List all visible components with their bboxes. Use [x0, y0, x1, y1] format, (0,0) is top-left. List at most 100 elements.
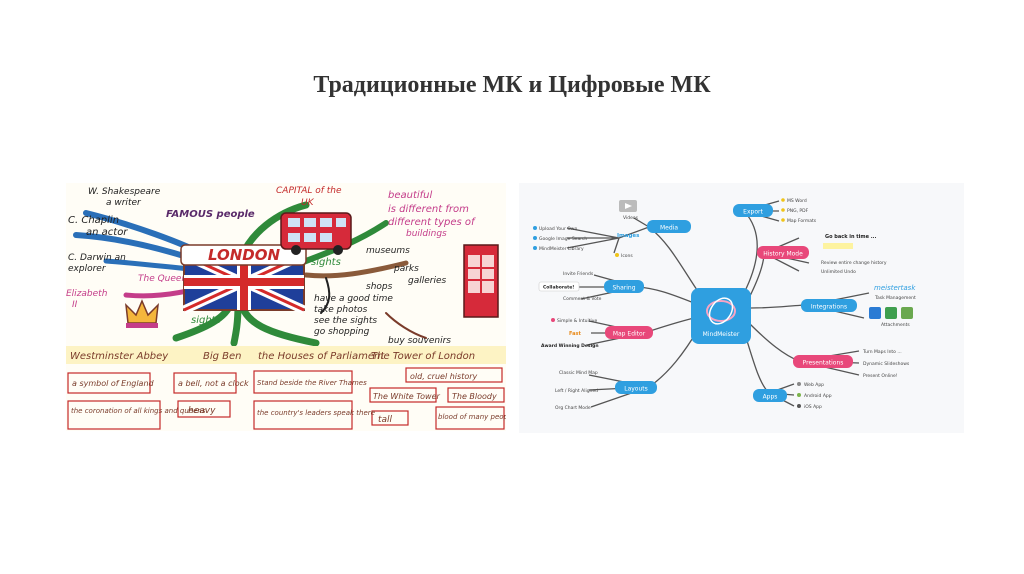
drive-icon: [885, 307, 897, 319]
app-ios: iOS App: [804, 404, 822, 410]
center-node-label: MindMeister: [703, 331, 740, 338]
sharing-invite: Invite Friends: [563, 271, 594, 277]
hand-drawn-mind-map: W. Shakespeare a writer C. Chaplin an ac…: [66, 183, 506, 431]
mindmeister-logo-icon: [706, 300, 736, 322]
branch-apps-label: Apps: [763, 394, 778, 401]
activity-good-time: have a good time: [314, 294, 393, 304]
sights-bottom-label: sights: [191, 315, 221, 326]
landmark-tower: The Tower of London: [371, 351, 475, 362]
word-icon: [781, 198, 785, 202]
note-bloody: The Bloody: [452, 392, 497, 401]
branch-export-label: Export: [743, 209, 763, 216]
history-review: Review entire change history: [821, 260, 887, 266]
media-library: MindMeister Library: [539, 246, 584, 252]
png-icon: [781, 208, 785, 212]
layout-classic: Classic Mind Map: [559, 370, 598, 376]
dropbox-icon: [869, 307, 881, 319]
capital-uk: UK: [301, 198, 315, 208]
elizabeth-label: Elizabeth: [66, 289, 108, 299]
activity-sights: see the sights: [314, 316, 377, 326]
double-decker-bus-icon: [280, 212, 352, 255]
shakespeare-label: W. Shakespeare: [88, 187, 161, 197]
export-word: MS Word: [787, 198, 807, 204]
place-shops: shops: [366, 282, 393, 292]
note-thames: Stand beside the River Thames: [257, 379, 367, 387]
branch-history-mode[interactable]: History Mode: [757, 246, 809, 259]
media-videos: Videos: [623, 215, 639, 221]
types-label: different types of: [388, 217, 476, 228]
note-tall: tall: [378, 415, 393, 425]
center-topic-london: LONDON: [208, 246, 281, 264]
media-icons: Icons: [621, 253, 633, 259]
place-parks: parks: [393, 264, 419, 274]
famous-people-label: FAMOUS people: [166, 209, 255, 220]
note-leaders: the country's leaders speak there: [257, 409, 375, 417]
elizabeth-numeral: II: [72, 300, 78, 310]
landmark-big-ben: Big Ben: [203, 351, 242, 362]
layout-left-right: Left / Right Aligned: [555, 388, 598, 394]
branch-sharing-label: Sharing: [612, 285, 635, 292]
darwin-label: C. Darwin an: [68, 253, 126, 263]
branch-presentations-label: Presentations: [803, 360, 844, 367]
upload-icon: [533, 226, 537, 230]
london-banner: [180, 244, 307, 266]
note-bell: a bell, not a clock: [178, 379, 249, 388]
branch-integrations-label: Integrations: [811, 304, 847, 311]
branch-layouts-label: Layouts: [624, 386, 648, 393]
evernote-icon: [901, 307, 913, 319]
export-formats: Map Formats: [787, 218, 817, 224]
integration-task-management: Task Management: [874, 295, 916, 301]
sharing-collaborate: Collaborate!: [543, 285, 574, 291]
branch-integrations[interactable]: Integrations: [801, 299, 857, 312]
google-icon: [533, 236, 537, 240]
integration-attachments: Attachments: [881, 322, 910, 328]
branch-history-label: History Mode: [763, 251, 803, 258]
branch-apps[interactable]: Apps: [753, 389, 787, 402]
map-format-icon: [781, 218, 785, 222]
presentation-online: Present Online!: [863, 373, 898, 379]
branch-media[interactable]: Media: [647, 220, 691, 233]
media-google: Google Image Search: [539, 236, 587, 242]
branch-media-label: Media: [660, 225, 678, 232]
landmarks-row: Westminster Abbey Big Ben the Houses of …: [66, 346, 506, 364]
activity-photos: take photos: [314, 305, 368, 315]
queen-label: The Queen: [138, 274, 187, 284]
slide-title: Традиционные МК и Цифровые МК: [313, 72, 711, 98]
place-galleries: galleries: [408, 276, 447, 286]
sights-top-label: sights: [311, 257, 341, 268]
chaplin-label: C. Chaplin: [68, 215, 119, 226]
activity-shopping: go shopping: [314, 327, 370, 337]
media-images: Images: [617, 233, 640, 239]
icons-icon: [615, 253, 619, 257]
app-web: Web App: [804, 382, 824, 388]
branch-presentations[interactable]: Presentations: [793, 355, 853, 368]
phone-box-icon: [463, 244, 499, 318]
buy-souvenirs: buy souvenirs: [388, 336, 451, 346]
branch-layouts[interactable]: Layouts: [615, 381, 657, 394]
layout-org-chart: Org Chart Mode: [555, 405, 591, 411]
capital-label: CAPITAL of the: [276, 186, 342, 196]
darwin-role: explorer: [68, 264, 107, 274]
presentation-turn-maps: Turn Maps Into ...: [862, 349, 902, 355]
note-heavy: heavy: [188, 406, 216, 416]
branch-export[interactable]: Export: [733, 204, 773, 217]
export-png: PNG, PDF: [787, 208, 809, 214]
beautiful-label: beautiful: [388, 190, 433, 201]
note-white-tower: The White Tower: [373, 392, 440, 401]
heart-icon: [551, 318, 555, 322]
editor-simple: Simple & Intuitive: [557, 318, 597, 324]
sharing-comment: Comment & Vote: [563, 296, 602, 302]
buildings-label: buildings: [406, 229, 447, 239]
history-undo: Unlimited Undo: [821, 269, 856, 275]
hand-drawn-map-canvas: W. Shakespeare a writer C. Chaplin an ac…: [66, 186, 506, 430]
library-icon: [533, 246, 537, 250]
media-upload: Upload Your Own: [539, 226, 577, 232]
integration-meistertask: meistertask: [874, 284, 916, 292]
branch-sharing[interactable]: Sharing: [604, 280, 644, 293]
note-boxes: [67, 367, 505, 430]
mindmeister-center-node[interactable]: MindMeister: [691, 288, 751, 344]
landmark-parliament: the Houses of Parliament: [258, 351, 385, 362]
android-icon: [797, 393, 801, 397]
presentation-slideshows: Dynamic Slideshows: [863, 361, 910, 367]
branch-map-editor[interactable]: Map Editor: [605, 326, 653, 339]
